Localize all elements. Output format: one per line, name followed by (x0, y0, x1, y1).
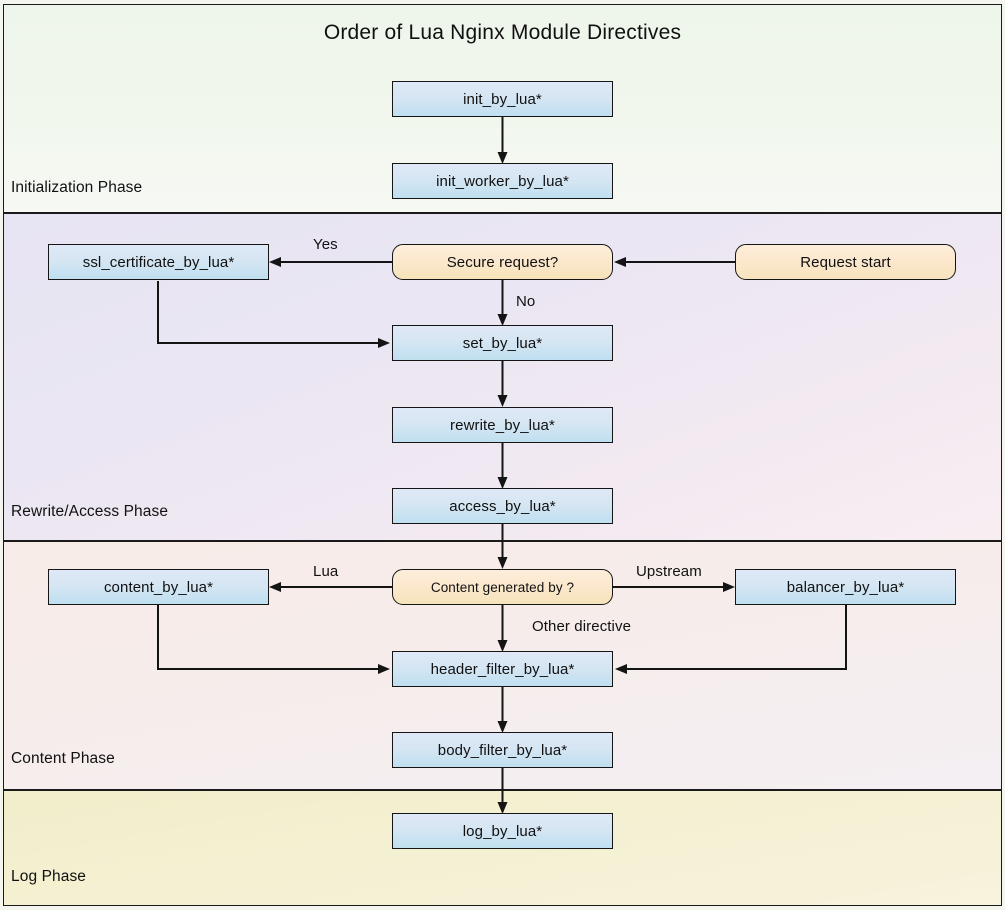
edge-label-upstream: Upstream (636, 563, 702, 580)
node-label: content_by_lua* (103, 578, 214, 596)
phase-label-rewrite-access: Rewrite/Access Phase (11, 503, 169, 520)
node-rewrite-by-lua[interactable]: rewrite_by_lua* (392, 407, 613, 443)
node-init-by-lua[interactable]: init_by_lua* (392, 81, 613, 117)
node-label: init_by_lua* (463, 90, 542, 108)
node-label: log_by_lua* (462, 822, 543, 840)
node-label: header_filter_by_lua* (430, 660, 575, 678)
edge-label-yes: Yes (313, 236, 338, 253)
node-log-by-lua[interactable]: log_by_lua* (392, 813, 613, 849)
node-label: set_by_lua* (462, 334, 543, 352)
edge-label-no: No (516, 293, 536, 310)
node-label: Request start (800, 253, 891, 271)
phase-label-initialization: Initialization Phase (11, 179, 143, 196)
node-label: rewrite_by_lua* (450, 416, 555, 434)
node-request-start[interactable]: Request start (735, 244, 956, 280)
node-access-by-lua[interactable]: access_by_lua* (392, 488, 613, 524)
node-label: Content generated by ? (430, 579, 575, 595)
phase-label-content: Content Phase (11, 750, 115, 767)
node-content-by-lua[interactable]: content_by_lua* (48, 569, 269, 605)
node-label: body_filter_by_lua* (437, 741, 568, 759)
page-title: Order of Lua Nginx Module Directives (323, 21, 682, 44)
node-ssl-certificate-by-lua[interactable]: ssl_certificate_by_lua* (48, 244, 269, 280)
edge-label-other-directive: Other directive (532, 618, 632, 635)
node-label: init_worker_by_lua* (436, 172, 569, 190)
phase-label-log: Log Phase (11, 868, 87, 885)
node-init-worker-by-lua[interactable]: init_worker_by_lua* (392, 163, 613, 199)
node-content-generated-by[interactable]: Content generated by ? (392, 569, 613, 605)
node-body-filter-by-lua[interactable]: body_filter_by_lua* (392, 732, 613, 768)
node-set-by-lua[interactable]: set_by_lua* (392, 325, 613, 361)
edge-label-lua: Lua (313, 563, 339, 580)
node-label: access_by_lua* (449, 497, 556, 515)
node-label: balancer_by_lua* (786, 578, 905, 596)
node-label: Secure request? (446, 253, 559, 271)
node-label: ssl_certificate_by_lua* (82, 253, 235, 271)
node-secure-request[interactable]: Secure request? (392, 244, 613, 280)
node-balancer-by-lua[interactable]: balancer_by_lua* (735, 569, 956, 605)
node-header-filter-by-lua[interactable]: header_filter_by_lua* (392, 651, 613, 687)
